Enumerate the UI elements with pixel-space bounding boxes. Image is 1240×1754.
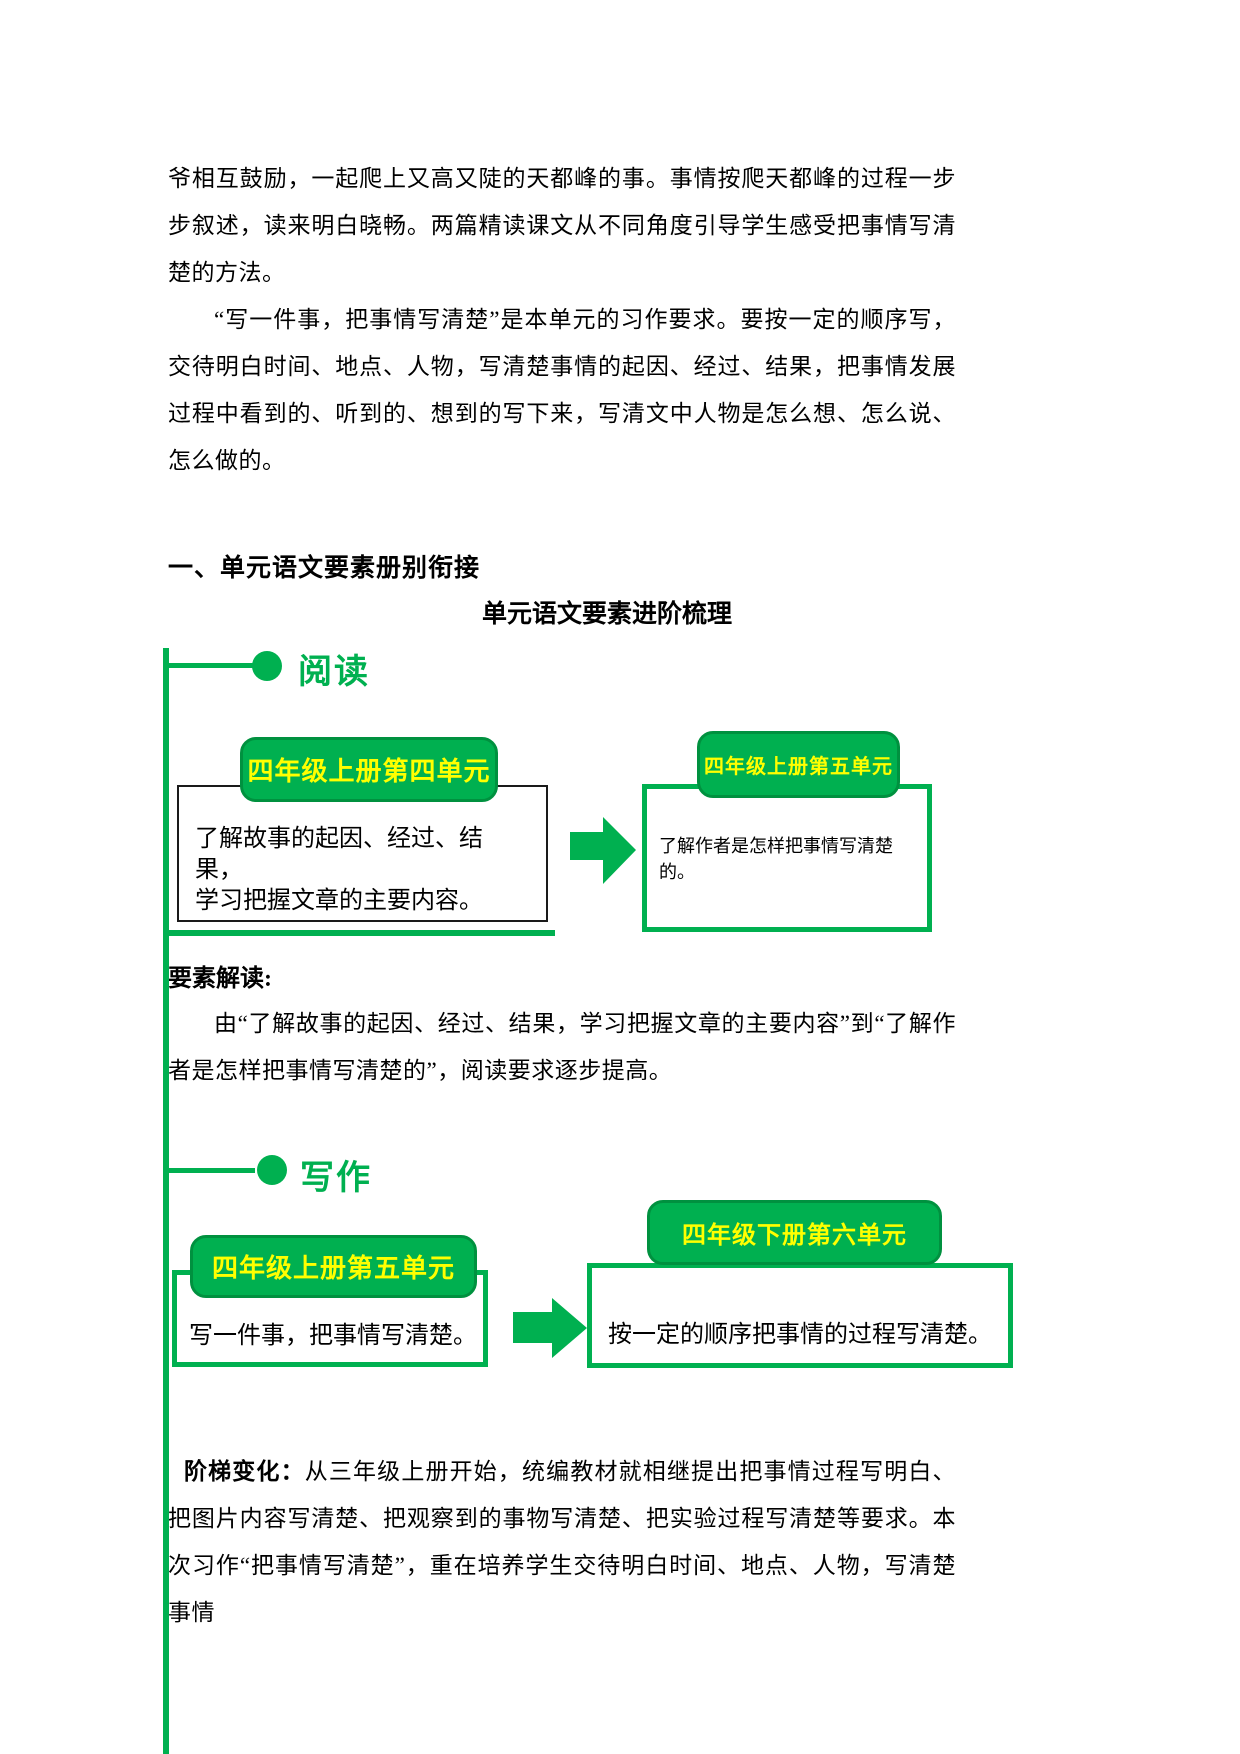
reading-to-text: 了解作者是怎样把事情写清楚的。 [659, 836, 893, 882]
section-heading: 一、单元语文要素册别衔接 [168, 555, 481, 582]
reading-to-box: 了解作者是怎样把事情写清楚的。 [642, 784, 932, 932]
reading-to-unit-pill: 四年级上册第五单元 [697, 731, 900, 798]
footer-paragraph-text: 从三年级上册开始，统编教材就相继提出把事情过程写明白、把图片内容写清楚、把观察到… [168, 1459, 957, 1625]
note-heading: 要素解读: [168, 966, 272, 992]
footer-paragraph: 阶梯变化：从三年级上册开始，统编教材就相继提出把事情过程写明白、把图片内容写清楚… [168, 1448, 956, 1636]
diagram-title: 单元语文要素进阶梳理 [481, 601, 732, 628]
intro-paragraph-2: “写一件事，把事情写清楚”是本单元的习作要求。要按一定的顺序写，交待明白时间、地… [168, 307, 956, 473]
writing-from-text: 写一件事，把事情写清楚。 [189, 1323, 477, 1349]
writing-to-box: 按一定的顺序把事情的过程写清楚。 [587, 1263, 1013, 1368]
writing-branch-dot [257, 1155, 287, 1185]
writing-arrow-icon [513, 1298, 587, 1358]
intro-paragraph-1: 爷相互鼓励，一起爬上又高又陡的天都峰的事。事情按爬天都峰的过程一步步叙述，读来明… [168, 166, 956, 285]
footer-paragraph-lead: 阶梯变化： [184, 1459, 305, 1484]
reading-arrow-icon [570, 817, 636, 884]
reading-frame-underline [163, 930, 555, 936]
reading-from-unit-pill: 四年级上册第四单元 [240, 737, 498, 802]
reading-branch-dot [252, 651, 282, 681]
reading-from-text-line1: 了解故事的起因、经过、结果， [195, 826, 483, 883]
diagram-spine-line [163, 648, 169, 1754]
writing-branch-line [163, 1168, 255, 1173]
intro-paragraphs: 爷相互鼓励，一起爬上又高又陡的天都峰的事。事情按爬天都峰的过程一步步叙述，读来明… [168, 155, 956, 484]
writing-to-unit-pill: 四年级下册第六单元 [647, 1200, 942, 1265]
reading-branch-label: 阅读 [298, 653, 370, 691]
reading-branch-line [163, 663, 255, 668]
reading-from-text-line2: 学习把握文章的主要内容。 [195, 888, 483, 914]
reading-from-box: 了解故事的起因、经过、结果， 学习把握文章的主要内容。 [177, 785, 548, 922]
writing-to-text: 按一定的顺序把事情的过程写清楚。 [608, 1322, 992, 1348]
note-paragraph: 由“了解故事的起因、经过、结果，学习把握文章的主要内容”到“了解作者是怎样把事情… [168, 1011, 956, 1083]
writing-branch-label: 写作 [300, 1159, 372, 1197]
writing-from-unit-pill: 四年级上册第五单元 [190, 1235, 477, 1298]
